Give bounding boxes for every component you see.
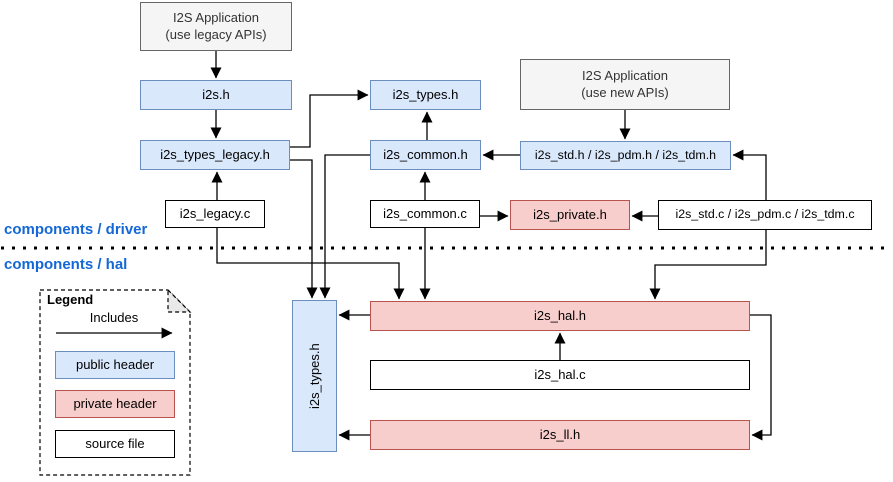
node-label: I2S Application(use legacy APIs) [165, 10, 267, 42]
node-i2s-types-h: i2s_types.h [370, 80, 481, 110]
node-label: i2s_std.h / i2s_pdm.h / i2s_tdm.h [534, 147, 717, 162]
node-label: i2s_common.h [383, 146, 468, 162]
legend-item-source-file: source file [55, 430, 175, 458]
edge-i2s-std-c-to-i2s-hal-h [649, 230, 767, 300]
node-label: i2s_std.c / i2s_pdm.c / i2s_tdm.c [675, 207, 855, 222]
node-i2s-common-c: i2s_common.c [370, 200, 480, 228]
node-label: i2s_ll.h [539, 426, 581, 442]
legend-item-label: private header [73, 395, 157, 411]
node-i2s-hal-c: i2s_hal.c [370, 360, 750, 390]
edge-i2s-legacy-c-to-i2s-hal-h [216, 228, 405, 300]
node-label: i2s_types.h [392, 86, 459, 102]
node-i2s-legacy-c: i2s_legacy.c [165, 200, 265, 228]
edge-i2s-types-legacy-h-to-i2s-types-h [290, 89, 369, 148]
node-i2s-hal-h: i2s_hal.h [370, 301, 750, 331]
legend-title: Legend [47, 292, 94, 307]
legend-item-label: public header [75, 356, 155, 372]
node-label: i2s_hal.c [534, 366, 586, 382]
node-i2s-common-h: i2s_common.h [370, 140, 481, 170]
legend-includes-label: Includes [89, 310, 139, 325]
node-label: i2s.h [202, 86, 230, 102]
edge-i2s-common-h-to-hal-i2s-types-h [319, 154, 370, 299]
node-app-legacy: I2S Application(use legacy APIs) [140, 2, 292, 51]
node-i2s-ll-h: i2s_ll.h [370, 420, 750, 450]
node-label: i2s_common.c [383, 205, 467, 221]
edge-i2s-types-legacy-h-to-hal-i2s-types-h [290, 159, 318, 299]
legend-item-label: source file [85, 435, 145, 451]
node-i2s-private-h: i2s_private.h [510, 200, 630, 230]
node-hal-i2s-types-h: i2s_types.h [292, 300, 337, 452]
edge-i2s-hal-h-to-i2s-ll-h [750, 314, 772, 441]
edge-i2s-std-c-to-i2s-std-h [732, 149, 767, 200]
legend-folded-corner-icon [167, 288, 192, 313]
node-i2s-h: i2s.h [140, 80, 292, 110]
node-i2s-std-pdm-tdm-c: i2s_std.c / i2s_pdm.c / i2s_tdm.c [658, 200, 872, 230]
node-i2s-std-pdm-tdm-h: i2s_std.h / i2s_pdm.h / i2s_tdm.h [520, 141, 731, 170]
node-label: i2s_types_legacy.h [160, 146, 270, 162]
node-app-new: I2S Application(use new APIs) [520, 59, 730, 110]
node-i2s-types-legacy-h: i2s_types_legacy.h [140, 140, 290, 170]
legend-item-private-header: private header [55, 390, 175, 418]
node-label: i2s_private.h [533, 206, 607, 222]
legend-item-public-header: public header [55, 351, 175, 379]
node-label: i2s_hal.h [533, 307, 587, 323]
section-label-driver: components / driver [4, 221, 148, 238]
node-label: i2s_legacy.c [179, 205, 251, 221]
section-label-hal: components / hal [4, 256, 128, 273]
node-label: I2S Application(use new APIs) [581, 68, 669, 100]
node-label: i2s_types.h [306, 343, 322, 409]
